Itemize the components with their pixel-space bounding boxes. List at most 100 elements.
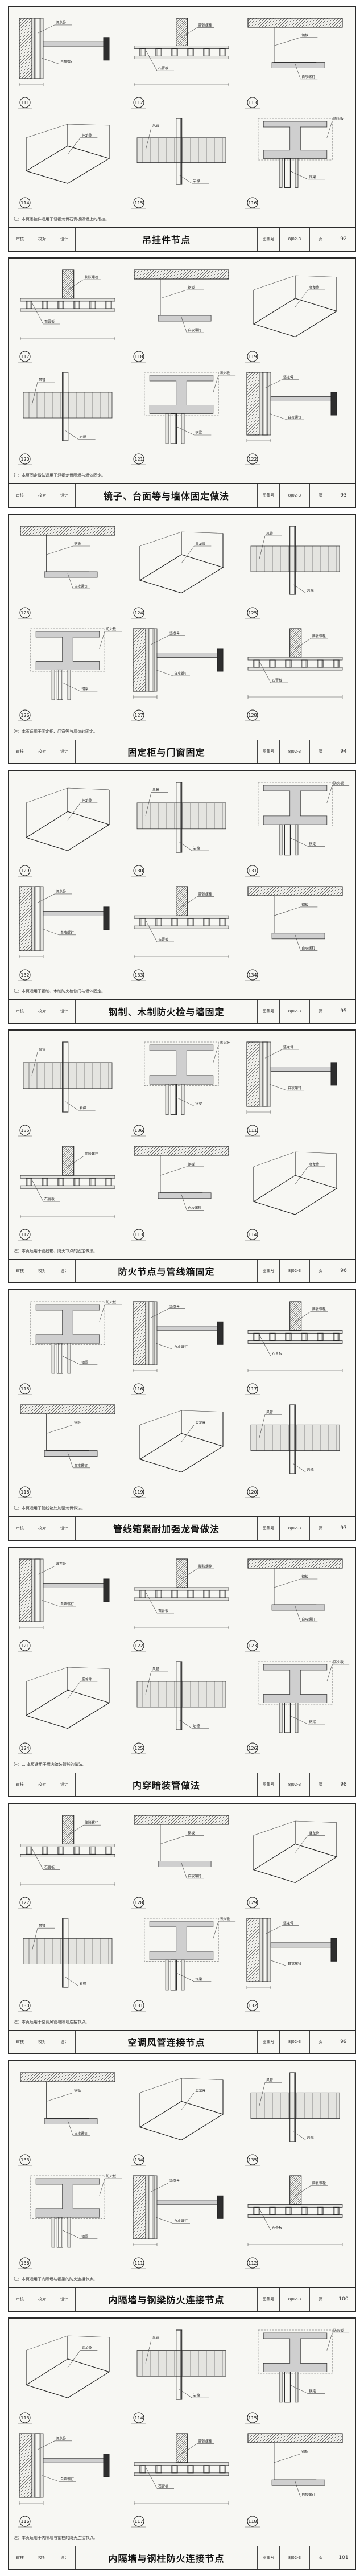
hatch-pattern (133, 2176, 146, 2239)
gypsum-board (165, 1959, 169, 1991)
gypsum-board (259, 372, 263, 436)
keel-stud (284, 824, 291, 856)
detail-callout: 119 (131, 1486, 146, 1498)
keel-stud (333, 1332, 340, 1341)
annotation-label: 岩棉 (193, 2393, 200, 2398)
annotation-label: 竖龙骨 (169, 1305, 180, 1309)
sheet-note: 注：本页适用于管线箱处加强龙骨做法。 (14, 1506, 85, 1511)
page-label: 页 (310, 740, 332, 763)
keel-stud (56, 669, 63, 700)
sheet-title: 空调风管连接节点 (76, 2031, 258, 2053)
keel-stud (26, 1178, 32, 1186)
annotation-label: 风管 (152, 2335, 159, 2340)
detail-drawing: 竖龙骨 (139, 2078, 224, 2140)
detail-callout: 130 (131, 865, 146, 877)
gypsum-board (134, 915, 229, 919)
check-label: 校对 (31, 2288, 53, 2311)
gypsum-board (134, 1587, 229, 1591)
check-label: 校对 (31, 2031, 53, 2053)
detail-callout: 120 (18, 453, 32, 465)
detail-callout: 126 (18, 709, 32, 721)
atlas-number: 8J02-3 (280, 484, 310, 507)
design-label: 设计 (53, 1260, 76, 1282)
annotation-label: 石膏板 (158, 66, 168, 71)
annotation-label: 竖龙骨 (283, 375, 293, 380)
gypsum-board (51, 2217, 55, 2248)
detail-number: 134 (248, 973, 257, 978)
detail-number: 118 (20, 1490, 29, 1495)
keel-stud (253, 659, 260, 668)
annotation-label: 钢梁 (309, 2389, 316, 2394)
annotation-label: 自攻螺钉 (60, 1602, 74, 1606)
review-label: 审核 (9, 228, 31, 251)
gypsum-board (20, 1844, 115, 1847)
atlas-label: 图集号 (258, 1773, 280, 1796)
sheet-note: 注：本页固定做法适用于轻钢龙骨隔墙与墙体固定。 (14, 473, 105, 478)
keel-stud (148, 1301, 155, 1365)
detail-callout: 122 (245, 453, 260, 465)
page-label: 页 (310, 1260, 332, 1282)
detail-number: 124 (134, 610, 143, 616)
gypsum-board (145, 1301, 149, 1365)
gypsum-board (51, 1343, 55, 1374)
annotation-label: 岩棉 (193, 179, 200, 183)
sheet-note: 注：本页吊挂件适用于轻钢龙骨石膏板隔墙上的吊挂。 (14, 217, 109, 221)
keel-stud (289, 2072, 296, 2142)
detail-drawings: 钢板自攻螺钉133竖龙骨134风管岩棉135防火板钢梁136竖龙骨自攻螺钉111… (18, 2072, 343, 2269)
annotation-label: 钢板 (301, 33, 308, 38)
annotation-label: 竖龙骨 (283, 1921, 293, 1926)
annotation-label: 岩棉 (193, 1724, 200, 1729)
atlas-number: 8J02-3 (280, 1260, 310, 1282)
hatch-pattern (247, 372, 259, 435)
page-number: 95 (340, 1008, 347, 1014)
keel-stud (73, 1178, 80, 1186)
hatch-pattern (19, 887, 32, 951)
detail-drawing: 竖龙骨 (253, 275, 338, 338)
detail-number: 133 (20, 2157, 29, 2163)
keel-stud (171, 48, 178, 56)
page-label: 页 (310, 1517, 332, 1540)
annotation-label: 竖龙骨 (56, 889, 66, 894)
detail-number: 115 (248, 2415, 257, 2421)
keel-stud (105, 1178, 112, 1186)
gypsum-board (247, 657, 343, 661)
annotation-label: 防火板 (220, 371, 230, 375)
keel-stud (187, 48, 194, 56)
gypsum-board (279, 824, 283, 856)
detail-number: 121 (20, 1643, 29, 1648)
keel-stud (187, 2465, 194, 2474)
detail-number: 128 (134, 1900, 143, 1905)
keel-stud (34, 18, 41, 79)
keel-stud (139, 1590, 146, 1598)
check-label: 校对 (31, 1260, 53, 1282)
gypsum-board (20, 308, 115, 312)
keel-stud (89, 1846, 96, 1855)
keel-stud (170, 413, 177, 444)
detail-callout: 131 (245, 865, 260, 877)
detail-number: 113 (248, 100, 257, 105)
keel-stud (187, 1590, 194, 1598)
sheet-title: 内穿暗装管做法 (76, 1773, 258, 1796)
detail-callout: 113 (18, 2412, 32, 2424)
annotation-label: 竖龙骨 (195, 542, 205, 546)
hatch-pattern (62, 270, 74, 298)
hatch-pattern (133, 629, 146, 691)
keel-stud (155, 918, 162, 926)
